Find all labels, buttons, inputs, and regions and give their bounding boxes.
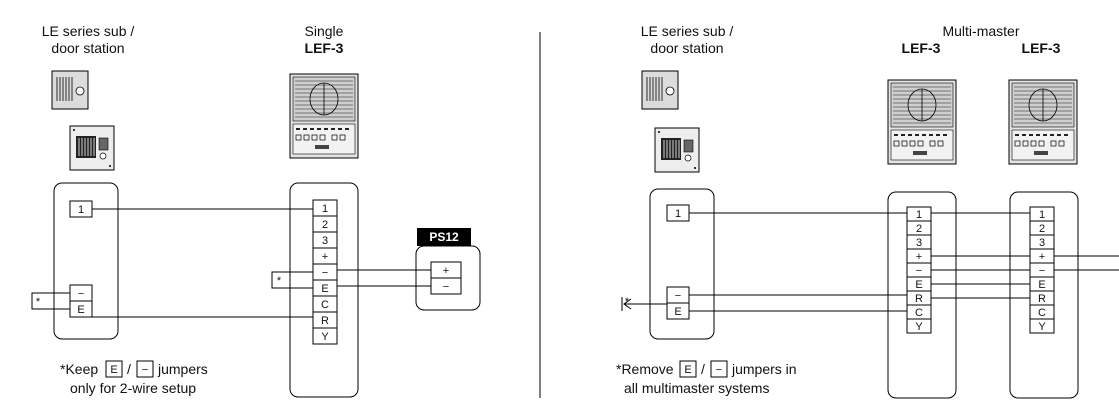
svg-text:2: 2 — [916, 223, 922, 235]
sub-station-label-line1: LE series sub / — [641, 23, 734, 39]
ps12-label-box — [417, 228, 471, 246]
master-station-icon — [1008, 79, 1078, 165]
svg-text:*Remove: *Remove — [616, 361, 674, 377]
multi-master-label: Multi-master — [942, 23, 1019, 39]
ps12-terminal-strip: + − — [430, 261, 462, 295]
svg-text:E: E — [77, 304, 84, 316]
svg-text:1: 1 — [675, 208, 681, 220]
svg-text:/: / — [127, 361, 131, 377]
svg-text:1: 1 — [322, 203, 328, 215]
ps12-box — [415, 245, 481, 311]
sub-station-label-line2: door station — [51, 40, 124, 56]
keep-jumpers-note: *Keep E / − jumpers only for 2-wire setu… — [60, 360, 208, 396]
svg-text:E: E — [1038, 279, 1045, 291]
remove-jumpers-note: *Remove E / − jumpers in all multimaster… — [616, 360, 797, 396]
svg-text:−: − — [142, 364, 148, 376]
sub-terminal: 1 — [69, 200, 93, 218]
svg-text:−: − — [675, 290, 681, 302]
svg-text:R: R — [321, 315, 329, 327]
sub-terminal: 1 — [666, 204, 690, 222]
lef3-label: LEF-3 — [902, 40, 941, 56]
master-station-icon — [887, 79, 957, 165]
lef3-terminal-strip: 1 2 3 + − E R C Y — [906, 206, 932, 334]
sub-terminal: E — [69, 300, 93, 318]
svg-text:C: C — [1038, 307, 1046, 319]
svg-text:*Keep: *Keep — [60, 361, 98, 377]
svg-text:R: R — [1038, 293, 1046, 305]
lef3-box — [289, 182, 359, 398]
svg-text:3: 3 — [322, 235, 328, 247]
svg-text:−: − — [916, 265, 922, 277]
master-station-icon — [289, 73, 359, 159]
svg-text:+: + — [443, 265, 449, 277]
sub-station-label-line1: LE series sub / — [42, 23, 135, 39]
svg-text:Y: Y — [321, 331, 329, 343]
svg-text:3: 3 — [916, 237, 922, 249]
svg-text:E: E — [110, 364, 117, 376]
svg-text:1: 1 — [916, 209, 922, 221]
svg-text:2: 2 — [1039, 223, 1045, 235]
single-label: Single — [305, 23, 344, 39]
svg-text:+: + — [1039, 251, 1045, 263]
svg-text:all multimaster systems: all multimaster systems — [624, 380, 769, 396]
svg-text:−: − — [1039, 265, 1045, 277]
svg-text:−: − — [322, 267, 328, 279]
jumper-bracket — [31, 292, 70, 310]
lef3-terminal-strip: 1 2 3 + − E R C Y — [1029, 206, 1055, 334]
asterisk-mark: * — [277, 275, 282, 287]
sub-station-icon — [69, 125, 115, 171]
svg-text:−: − — [443, 281, 449, 293]
sub-terminal: − — [666, 286, 690, 304]
sub-station-box — [649, 188, 715, 340]
svg-text:1: 1 — [1039, 209, 1045, 221]
svg-text:−: − — [716, 364, 722, 376]
wires — [689, 212, 1119, 312]
svg-text:jumpers in: jumpers in — [731, 361, 797, 377]
wires — [92, 208, 431, 318]
lef3-terminal-strip: 1 2 3 + − E C R Y — [312, 199, 338, 345]
svg-text:R: R — [915, 293, 923, 305]
sub-terminal: − — [69, 284, 93, 302]
svg-text:1: 1 — [78, 204, 84, 216]
svg-text:/: / — [701, 361, 705, 377]
svg-text:E: E — [321, 283, 328, 295]
door-station-icon — [51, 70, 89, 110]
lef3-label: LEF-3 — [1022, 40, 1061, 56]
arrow-left-icon — [623, 298, 667, 310]
asterisk-mark: * — [36, 296, 41, 308]
svg-text:E: E — [674, 306, 681, 318]
svg-text:only for 2-wire setup: only for 2-wire setup — [70, 380, 196, 396]
ps12-label: PS12 — [429, 230, 459, 244]
sub-station-icon — [654, 127, 700, 173]
lef3-box — [1009, 191, 1079, 399]
svg-text:C: C — [915, 307, 923, 319]
svg-text:Y: Y — [1038, 321, 1046, 333]
svg-text:jumpers: jumpers — [157, 361, 208, 377]
svg-text:2: 2 — [322, 219, 328, 231]
jumper-bracket — [271, 271, 313, 289]
svg-text:3: 3 — [1039, 237, 1045, 249]
svg-text:−: − — [78, 288, 84, 300]
svg-text:+: + — [916, 251, 922, 263]
svg-text:E: E — [915, 279, 922, 291]
svg-text:C: C — [321, 299, 329, 311]
sub-terminal: E — [666, 302, 690, 320]
lef3-label: LEF-3 — [305, 40, 344, 56]
sub-station-box — [53, 182, 119, 340]
right-panel: LE series sub / door station Multi-maste… — [616, 23, 1119, 399]
sub-station-label-line2: door station — [650, 40, 723, 56]
left-panel: LE series sub / door station Single LEF-… — [31, 23, 481, 398]
door-station-icon — [641, 70, 679, 110]
svg-text:E: E — [684, 364, 691, 376]
svg-text:+: + — [322, 251, 328, 263]
svg-text:Y: Y — [915, 321, 923, 333]
